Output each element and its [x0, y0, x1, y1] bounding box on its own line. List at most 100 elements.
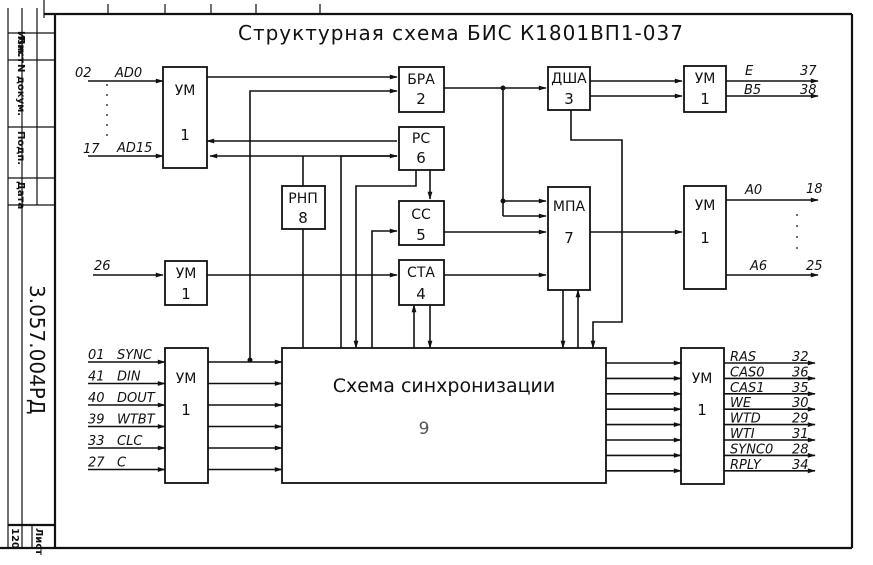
svg-text:5: 5	[416, 226, 426, 244]
svg-text:Схема синхронизации: Схема синхронизации	[333, 375, 556, 397]
signal-name: WTBT	[117, 413, 156, 428]
pin-number: 17	[83, 142, 100, 157]
block-bra: БРА 2	[398, 66, 445, 113]
svg-text:B5: B5	[744, 83, 761, 98]
signal-name: RAS	[730, 350, 756, 365]
block-um-26: УМ 1	[164, 260, 208, 306]
svg-text:СТА: СТА	[407, 265, 435, 281]
pin-number: 28	[792, 442, 809, 457]
svg-text:УМ: УМ	[695, 198, 716, 214]
sheet-number: 120	[9, 528, 20, 549]
svg-text:25: 25	[806, 259, 823, 274]
svg-text:4: 4	[416, 285, 426, 303]
block-um-e: УМ 1	[683, 65, 727, 113]
svg-text:18: 18	[806, 182, 823, 197]
svg-text:38: 38	[800, 83, 817, 98]
svg-text:УМ: УМ	[176, 371, 197, 387]
svg-text:1: 1	[181, 401, 191, 419]
svg-text:УМ: УМ	[692, 371, 713, 387]
signal-name: WTI	[730, 427, 755, 442]
pin-number: 30	[792, 396, 809, 411]
svg-text:7: 7	[564, 229, 574, 247]
diagram-title: Структурная схема БИС К1801ВП1-037	[238, 21, 684, 45]
ctrl-output-wires	[606, 360, 816, 474]
svg-text:1: 1	[697, 401, 707, 419]
pin-number: 36	[792, 365, 809, 380]
svg-text:УМ: УМ	[175, 83, 196, 99]
svg-text:A6: A6	[749, 259, 767, 274]
signal-name: WE	[730, 396, 752, 411]
svg-text:1: 1	[180, 126, 190, 144]
block-um-ctrl-out: УМ 1	[680, 347, 725, 485]
svg-text:1: 1	[181, 285, 191, 303]
document-number: 3.057.004РД	[25, 285, 49, 414]
signal-name: DIN	[117, 370, 141, 385]
pin-number: 02	[75, 66, 92, 81]
block-rnp: РНП 8	[281, 185, 326, 230]
signal-name: CAS0	[730, 365, 765, 380]
block-sync-circuit: Схема синхронизации 9	[281, 347, 607, 484]
block-sta: СТА 4	[398, 259, 445, 306]
pin-number: 35	[792, 381, 809, 396]
pin-number: 31	[792, 427, 809, 442]
svg-text:3: 3	[564, 90, 574, 108]
svg-text:ДША: ДША	[551, 71, 587, 87]
pin-number: 01	[88, 348, 105, 363]
block-um-ctrl-in: УМ 1	[164, 347, 209, 484]
svg-text:A0: A0	[744, 183, 762, 198]
signal-name: AD15	[116, 141, 152, 156]
svg-text:УМ: УМ	[176, 266, 197, 282]
svg-text:1: 1	[700, 90, 710, 108]
svg-text:УМ: УМ	[695, 71, 716, 87]
stamp-col-sign: Подп.	[15, 131, 26, 165]
ad-input-labels: 02 AD0 17 AD15	[75, 66, 152, 157]
block-rs: РС 6	[398, 126, 445, 171]
svg-text:РНП: РНП	[288, 191, 318, 207]
stamp-col-izm: Изм.	[15, 31, 26, 57]
svg-text:1: 1	[700, 229, 710, 247]
pin-number: 33	[88, 434, 105, 449]
pin-number: 41	[88, 370, 105, 385]
block-mpa: МПА 7	[547, 186, 591, 291]
signal-name: SYNC0	[730, 442, 773, 457]
stamp-col-date: Дата	[15, 181, 26, 209]
pin-number: 40	[88, 391, 105, 406]
pin-number: 34	[792, 458, 809, 473]
ctrl-input-wires	[88, 359, 283, 472]
signal-name: C	[117, 456, 127, 471]
stamp-col-list: Лист	[15, 36, 26, 63]
svg-text:БРА: БРА	[407, 72, 435, 88]
wires	[88, 74, 819, 360]
e-output-labels: E 37 B5 38	[744, 64, 817, 98]
side-stamp: Изм. Лист N докум. Подп. Дата 3.057.004Р…	[7, 8, 55, 555]
signal-name: CAS1	[730, 381, 765, 396]
svg-text:8: 8	[298, 209, 308, 227]
svg-text:37: 37	[800, 64, 817, 79]
block-ss: СС 5	[398, 200, 445, 246]
pin-number: 32	[792, 350, 809, 365]
pin-number: 39	[88, 413, 105, 428]
signal-name: CLC	[117, 434, 143, 449]
stamp-col-doc: N докум.	[15, 64, 26, 116]
sheet-label: Лист	[33, 528, 44, 555]
svg-text:МПА: МПА	[553, 199, 586, 215]
pin-26-label: 26	[94, 259, 111, 274]
svg-text:9: 9	[419, 419, 430, 439]
pin-number: 27	[88, 456, 105, 471]
signal-name: AD0	[114, 66, 142, 81]
svg-text:6: 6	[416, 149, 426, 167]
svg-text:СС: СС	[411, 207, 431, 223]
svg-text:РС: РС	[412, 131, 430, 147]
signal-name: WTD	[730, 412, 761, 427]
signal-name: SYNC	[117, 348, 153, 363]
block-um-ad: УМ 1	[162, 66, 208, 169]
svg-text:2: 2	[416, 90, 426, 108]
a-output-labels: A0 18 A6 25	[744, 182, 823, 274]
sheet-frame	[0, 0, 854, 550]
signal-name: RPLY	[730, 458, 762, 473]
pin-number: 29	[792, 412, 809, 427]
junction-dots	[247, 85, 506, 363]
